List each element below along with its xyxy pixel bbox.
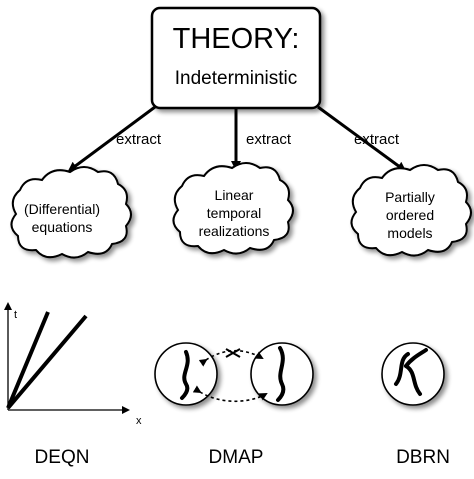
theory-box: THEORY: Indeterministic [150, 6, 322, 110]
caption-deqn: DEQN [35, 447, 90, 468]
caption-dmap: DMAP [209, 447, 264, 468]
cloud-center [172, 162, 294, 255]
dbrn-figure [381, 342, 445, 406]
arrow-right-label: extract [354, 131, 400, 148]
deqn-y-label: t [14, 309, 17, 321]
dbrn-branch-top [404, 348, 428, 368]
theory-subtitle: Indeterministic [175, 68, 298, 89]
cloud-right [350, 164, 472, 257]
cloud-right-line2: ordered [386, 207, 434, 223]
dbrn-branch-right [404, 364, 422, 396]
cloud-left [10, 166, 132, 259]
theory-title: THEORY: [173, 23, 300, 55]
cloud-left-line1: (Differential) [24, 201, 100, 217]
arrow-right [317, 105, 407, 172]
deqn-x-label: x [136, 415, 142, 427]
dmap-top-relation [198, 349, 264, 367]
cloud-center-line3: realizations [199, 223, 270, 239]
deqn-trajectory-shallow [6, 314, 88, 410]
extract-arrows: extract extract extract [67, 105, 407, 172]
cloud-center-line1: Linear [215, 187, 254, 203]
dmap-cross-mark [225, 348, 241, 358]
deqn-trajectory-steep [6, 311, 50, 409]
deqn-plot: t x [4, 302, 142, 427]
arrow-left-label: extract [116, 131, 162, 148]
arrow-center-label: extract [246, 131, 292, 148]
dmap-right-trajectory [276, 346, 286, 402]
cloud-right-line3: models [387, 225, 432, 241]
caption-dbrn: DBRN [396, 447, 450, 468]
dmap-bottom-relation [192, 385, 268, 403]
arrow-left [67, 105, 156, 172]
cloud-right-line1: Partially [385, 189, 435, 205]
dmap-figure [154, 342, 314, 406]
dmap-left-trajectory [180, 350, 190, 400]
dbrn-branch-left [394, 352, 410, 386]
cloud-left-line2: equations [32, 219, 93, 235]
cloud-center-line2: temporal [207, 205, 261, 221]
